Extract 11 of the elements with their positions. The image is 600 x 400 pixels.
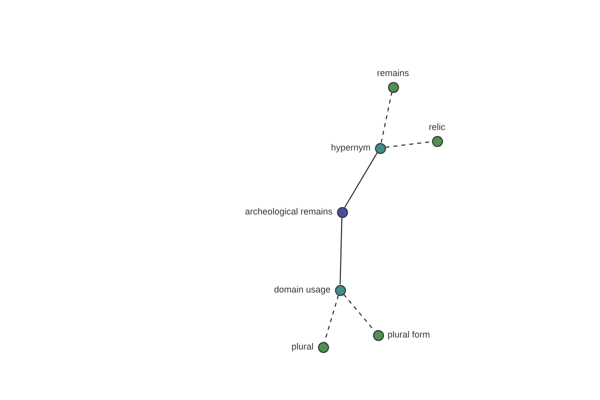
connector-line xyxy=(340,217,342,285)
node-label: plural xyxy=(291,342,314,352)
connector-line xyxy=(380,92,392,144)
node-label: plural form xyxy=(388,330,430,340)
node-label: relic xyxy=(428,122,446,132)
connector-line xyxy=(344,152,378,208)
connector-line xyxy=(324,294,339,342)
node-label: archeological remains xyxy=(244,206,332,218)
node-label: domain usage xyxy=(274,284,330,296)
node-label: hypernym xyxy=(330,142,370,154)
node-label: remains xyxy=(377,68,409,78)
